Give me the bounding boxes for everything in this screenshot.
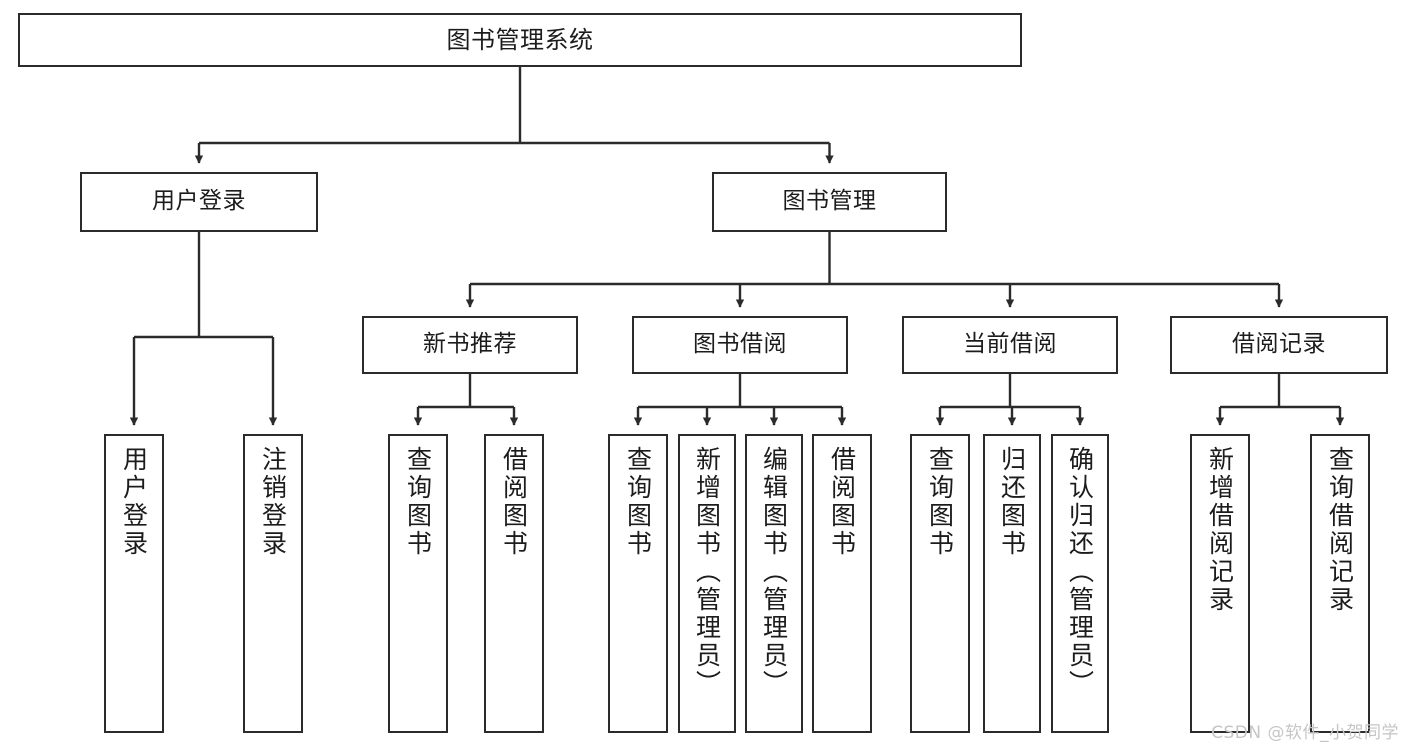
node-label: 图书借阅	[693, 331, 787, 358]
node-label: 用户登录	[119, 446, 149, 558]
node-leaf-add-book[interactable]: 新增图书（管理员）	[678, 434, 736, 733]
node-leaf-borrow-book-1[interactable]: 借阅图书	[484, 434, 544, 733]
node-leaf-add-record[interactable]: 新增借阅记录	[1190, 434, 1250, 733]
node-label: 查询图书	[403, 446, 433, 558]
node-label: 新增图书（管理员）	[692, 446, 722, 698]
node-root[interactable]: 图书管理系统	[18, 13, 1022, 67]
node-label: 查询图书	[925, 446, 955, 558]
node-label: 新增借阅记录	[1205, 446, 1235, 614]
node-label: 编辑图书（管理员）	[759, 446, 789, 698]
node-label: 归还图书	[997, 446, 1027, 558]
node-current-borrow[interactable]: 当前借阅	[902, 316, 1118, 374]
node-label: 图书管理	[782, 188, 877, 215]
node-book-borrow[interactable]: 图书借阅	[632, 316, 848, 374]
node-new-book-recommend[interactable]: 新书推荐	[362, 316, 578, 374]
node-leaf-borrow-book-2[interactable]: 借阅图书	[812, 434, 872, 733]
node-label: 借阅图书	[827, 446, 857, 558]
node-leaf-logout[interactable]: 注销登录	[243, 434, 303, 733]
node-book-manage[interactable]: 图书管理	[712, 172, 947, 232]
node-label: 确认归还（管理员）	[1065, 446, 1095, 698]
node-label: 新书推荐	[423, 331, 517, 358]
node-leaf-query-book-3[interactable]: 查询图书	[910, 434, 970, 733]
node-leaf-confirm-return[interactable]: 确认归还（管理员）	[1051, 434, 1109, 733]
node-label: 借阅记录	[1232, 331, 1326, 358]
node-label: 借阅图书	[499, 446, 529, 558]
node-label: 查询图书	[623, 446, 653, 558]
csdn-watermark: CSDN @软件_小贺同学	[1211, 723, 1399, 743]
node-label: 图书管理系统	[446, 25, 594, 54]
node-leaf-query-book-2[interactable]: 查询图书	[608, 434, 668, 733]
node-label: 注销登录	[258, 446, 288, 558]
node-label: 用户登录	[152, 188, 246, 215]
node-leaf-edit-book[interactable]: 编辑图书（管理员）	[745, 434, 803, 733]
node-leaf-query-book-1[interactable]: 查询图书	[388, 434, 448, 733]
node-leaf-query-record[interactable]: 查询借阅记录	[1310, 434, 1370, 733]
node-label: 查询借阅记录	[1325, 446, 1355, 614]
node-leaf-user-login[interactable]: 用户登录	[104, 434, 164, 733]
node-user-login[interactable]: 用户登录	[80, 172, 318, 232]
node-label: 当前借阅	[963, 331, 1057, 358]
node-borrow-record[interactable]: 借阅记录	[1170, 316, 1388, 374]
node-leaf-return-book[interactable]: 归还图书	[983, 434, 1041, 733]
